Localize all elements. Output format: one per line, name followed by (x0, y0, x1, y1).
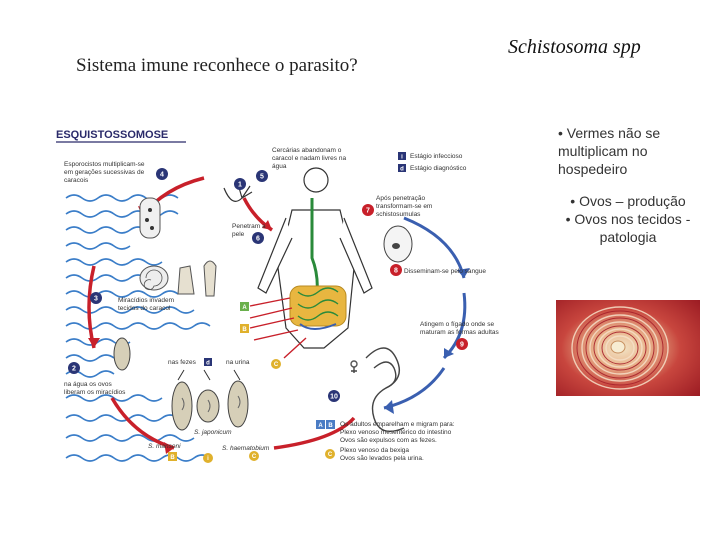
egg-illustrations (113, 337, 249, 431)
svg-text:Ovos são levados pela urina.: Ovos são levados pela urina. (340, 455, 424, 462)
tag-b: B (242, 327, 247, 333)
svg-text:Plexo venoso da bexiga: Plexo venoso da bexiga (340, 447, 409, 454)
step-7-label: Após penetração transformam-se em schist… (376, 195, 432, 218)
svg-text:liberam os miracídios: liberam os miracídios (64, 389, 126, 396)
step-10-number: 10 (330, 394, 338, 401)
legend-diagnostic-letter: d (400, 167, 404, 173)
adult-worms-illustration (350, 347, 405, 432)
species-mansoni: S. mansoni (148, 443, 181, 450)
svg-text:Miracídios invadem: Miracídios invadem (118, 297, 174, 304)
bullet-item-eggs-pathology: • Ovos nos tecidos - patologia (565, 211, 691, 245)
step-2-label: na água os ovos liberam os miracídios (64, 381, 126, 396)
step-8-label: Disseminam-se pelo sangue (404, 268, 486, 275)
svg-text:maturam as formas adultas: maturam as formas adultas (420, 329, 500, 336)
svg-text:Ovos são expulsos com as fezes: Ovos são expulsos com as fezes. (340, 437, 437, 444)
step-10-c-label: C Plexo venoso da bexiga Ovos são levado… (325, 447, 424, 462)
step-3-label: Miracídios invadem tecidos do caracol (118, 297, 174, 312)
svg-text:na água os ovos: na água os ovos (64, 381, 112, 388)
bullet-list: • Vermes não se multiplicam no hospedeir… (548, 124, 708, 246)
step-2-number: 2 (72, 366, 76, 373)
svg-text:Plexo venoso mesentérico do in: Plexo venoso mesentérico do intestino (340, 429, 452, 436)
svg-text:pele: pele (232, 231, 245, 238)
step-1-number: 1 (238, 182, 242, 189)
species-tags: B i C (168, 451, 259, 463)
svg-text:caracois: caracois (64, 177, 89, 184)
svg-text:Os adultos emparelham e migram: Os adultos emparelham e migram para: (340, 421, 455, 428)
legend-infective-letter: i (401, 155, 403, 161)
bullet-item-eggs-production: • Ovos – produção (570, 193, 686, 209)
step-5-label: Cercárias abandonam o caracol e nadam li… (272, 147, 346, 170)
svg-text:Penetram a: Penetram a (232, 223, 266, 230)
step-10-ab-label: A B Os adultos emparelham e migram para:… (316, 420, 455, 444)
svg-text:Após penetração: Após penetração (376, 195, 426, 202)
bullet-item-eggs: • Ovos – produção • Ovos nos tecidos - p… (548, 192, 708, 246)
svg-text:i: i (207, 456, 209, 462)
svg-text:tecidos do caracol: tecidos do caracol (118, 305, 171, 312)
feces-label: nas fezes (168, 359, 197, 366)
svg-text:Atingem o fígado onde se: Atingem o fígado onde se (420, 321, 494, 328)
species-japonicum: S. japonicum (194, 429, 232, 436)
step-9-number: 9 (460, 342, 464, 349)
bullet-item-no-multiplication: • Vermes não se multiplicam no hospedeir… (558, 125, 661, 177)
svg-text:C: C (252, 454, 257, 460)
svg-text:Esporocistos multiplicam-se: Esporocistos multiplicam-se (64, 161, 145, 168)
svg-text:transformam-se em: transformam-se em (376, 203, 432, 210)
step-3-number: 3 (94, 296, 98, 303)
step-9-label: Atingem o fígado onde se maturam as form… (420, 321, 500, 336)
svg-text:água: água (272, 163, 287, 170)
tag-c: C (274, 362, 279, 368)
svg-text:C: C (328, 452, 333, 458)
step-6-number: 6 (256, 236, 260, 243)
step-8-number: 8 (394, 268, 398, 275)
vessel-lines (249, 297, 307, 359)
svg-text:Cercárias abandonam o: Cercárias abandonam o (272, 147, 342, 154)
schistosomiasis-life-cycle-diagram: ESQUISTOSSOMOSE (54, 118, 518, 470)
stage-legend: i Estágio infeccioso d Estágio diagnósti… (398, 152, 467, 173)
snail-illustrations (139, 197, 217, 297)
svg-text:em gerações sucessivas de: em gerações sucessivas de (64, 169, 145, 176)
step-4-label: Esporocistos multiplicam-se em gerações … (64, 161, 145, 184)
granuloma-histology-image (556, 300, 700, 396)
svg-text:caracol e nadam livres na: caracol e nadam livres na (272, 155, 346, 162)
circulation-arrowheads (384, 268, 470, 414)
svg-text:A: A (318, 423, 323, 429)
urine-label: na urina (226, 359, 250, 366)
step-badges: 5 1 4 6 7 8 9 10 3 2 (68, 168, 468, 402)
step-6-label: Penetram a pele (232, 223, 266, 238)
legend-diagnostic-label: Estágio diagnóstico (410, 165, 467, 172)
tag-a: A (242, 305, 247, 311)
svg-text:schistosumulas: schistosumulas (376, 211, 421, 218)
step-5-number: 5 (260, 174, 264, 181)
human-body-figure (257, 167, 373, 349)
excretion-arrows (177, 369, 241, 381)
species-haematobium: S. haematobium (222, 445, 270, 452)
feces-diagnostic-tag: d (206, 361, 210, 367)
step-4-number: 4 (160, 172, 164, 179)
slide-left-title: Sistema imune reconhece o parasito? (76, 55, 358, 76)
step-7-number: 7 (366, 208, 370, 215)
schistosomulum-illustration (383, 225, 413, 263)
route-tags: A B C (240, 302, 281, 369)
diagram-title: ESQUISTOSSOMOSE (56, 129, 168, 141)
legend-infective-label: Estágio infeccioso (410, 153, 463, 160)
svg-text:B: B (328, 423, 333, 429)
slide-right-title: Schistosoma spp (508, 36, 641, 58)
svg-text:B: B (170, 455, 175, 461)
